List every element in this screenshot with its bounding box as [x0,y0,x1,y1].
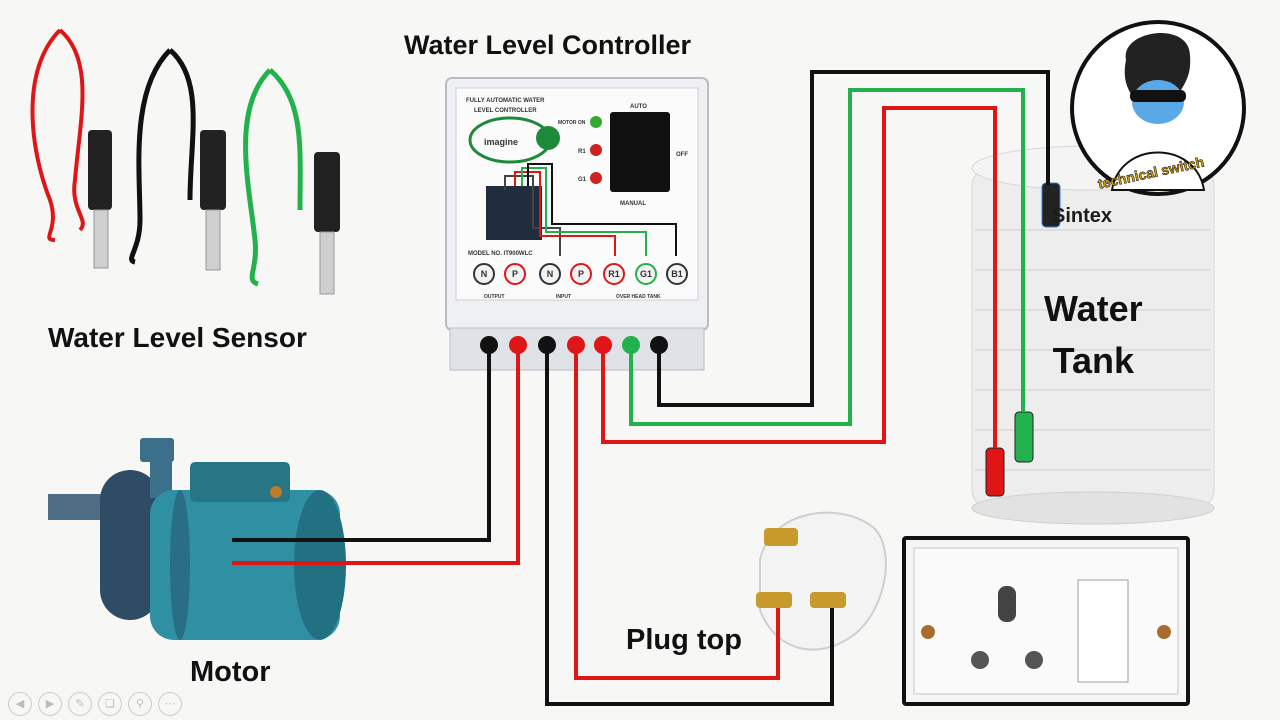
terminal-label: P [512,269,518,279]
wire-plug-black [545,345,834,706]
controller-header-1: FULLY AUTOMATIC WATER [466,98,545,104]
controller-title: Water Level Controller [404,30,692,60]
plug-title: Plug top [626,624,742,656]
water-level-sensor-red [30,28,112,269]
wire-tank-green [629,88,1025,426]
controller-switch-manual: MANUAL [620,201,646,207]
controller-led-r1: R1 [578,149,586,155]
tank-brand: Sintex [1052,205,1112,227]
zoom-icon[interactable]: ⚲ [128,692,152,716]
tank-title-line1: Water [1044,288,1143,329]
water-tank [971,145,1215,525]
video-controls: ◀ ▶ ✎ ❏ ⚲ ⋯ [0,688,190,720]
water-level-sensor-green [243,68,340,295]
controller-switch-off: OFF [676,152,688,158]
next-icon[interactable]: ▶ [38,692,62,716]
prev-icon[interactable]: ◀ [8,692,32,716]
channel-logo [1070,20,1246,196]
plug-top [756,511,887,651]
wire-motor-red [232,345,520,565]
terminal-label: B1 [671,269,683,279]
motor-title: Motor [190,656,271,688]
switch-socket [902,536,1190,706]
tank-title: Water Tank [1044,283,1143,387]
sensor-title: Water Level Sensor [48,322,307,353]
wire-tank-red [601,106,997,448]
terminal-label: P [578,269,584,279]
controller-header-2: LEVEL CONTROLLER [474,108,537,114]
tank-title-line2: Tank [1052,340,1135,381]
terminal-label: N [547,269,554,279]
water-level-sensor-black [129,48,226,271]
group-input: INPUT [556,294,571,300]
wire-motor-black [232,345,491,542]
controller-brand: imagine [484,137,518,147]
wire-tank-black [657,70,1050,407]
terminal-label: N [481,269,488,279]
group-output: OUTPUT [484,294,505,300]
controller-model: MODEL NO. IT900WLC [468,251,533,257]
terminal-label: R1 [608,269,620,279]
wire-plug-red [574,345,780,680]
controller-led-g1: G1 [578,177,587,183]
pen-icon[interactable]: ✎ [68,692,92,716]
controller-led-motor: MOTOR ON [558,120,586,126]
more-icon[interactable]: ⋯ [158,692,182,716]
controller-switch-auto: AUTO [630,104,647,110]
group-tank: OVER HEAD TANK [616,294,661,300]
terminal-label: G1 [640,269,652,279]
wires [232,70,1050,706]
copy-icon[interactable]: ❏ [98,692,122,716]
